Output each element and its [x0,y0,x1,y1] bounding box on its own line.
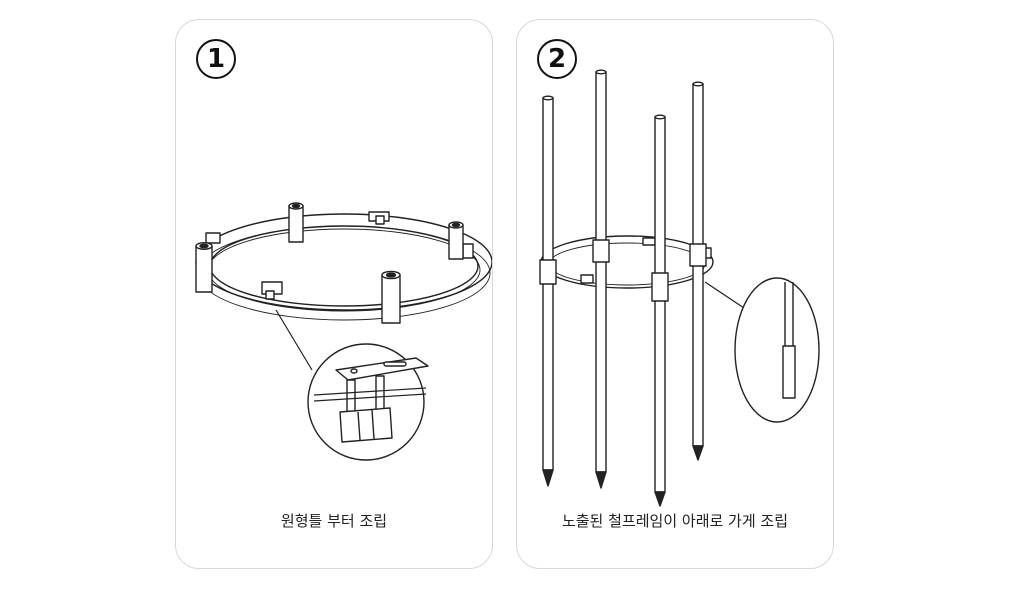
socket-back-left [288,202,304,243]
step-1-panel: 1 [175,19,493,569]
ring-inner [209,225,479,307]
zoom-detail-circle [307,343,425,461]
step-1-number: 1 [196,39,236,79]
frame-with-poles-illustration [539,69,820,507]
ring-frame-illustration [195,202,492,461]
socket-back-right [448,221,464,260]
socket-front-left [195,241,213,293]
socket-front-right [381,270,401,324]
step-2-number: 2 [537,39,577,79]
step-2-panel: 2 [516,19,834,569]
pole-2 [539,95,557,487]
step-1-caption: 원형틀 부터 조립 [280,512,388,530]
pole-1 [592,69,610,489]
clip-detail [313,357,429,443]
ring-clip-left [205,232,221,244]
pole-3 [651,114,669,507]
ring-small-outer [540,235,714,289]
step-2-caption: 노출된 철프레임이 아래로 가게 조립 [561,512,789,530]
ring-outer [195,213,492,311]
ring-small-inner [548,242,706,286]
pole-4 [689,81,707,461]
zoom-detail-ellipse [734,277,820,423]
ring-clip-right [462,243,474,259]
pole-tip-detail [782,282,796,399]
